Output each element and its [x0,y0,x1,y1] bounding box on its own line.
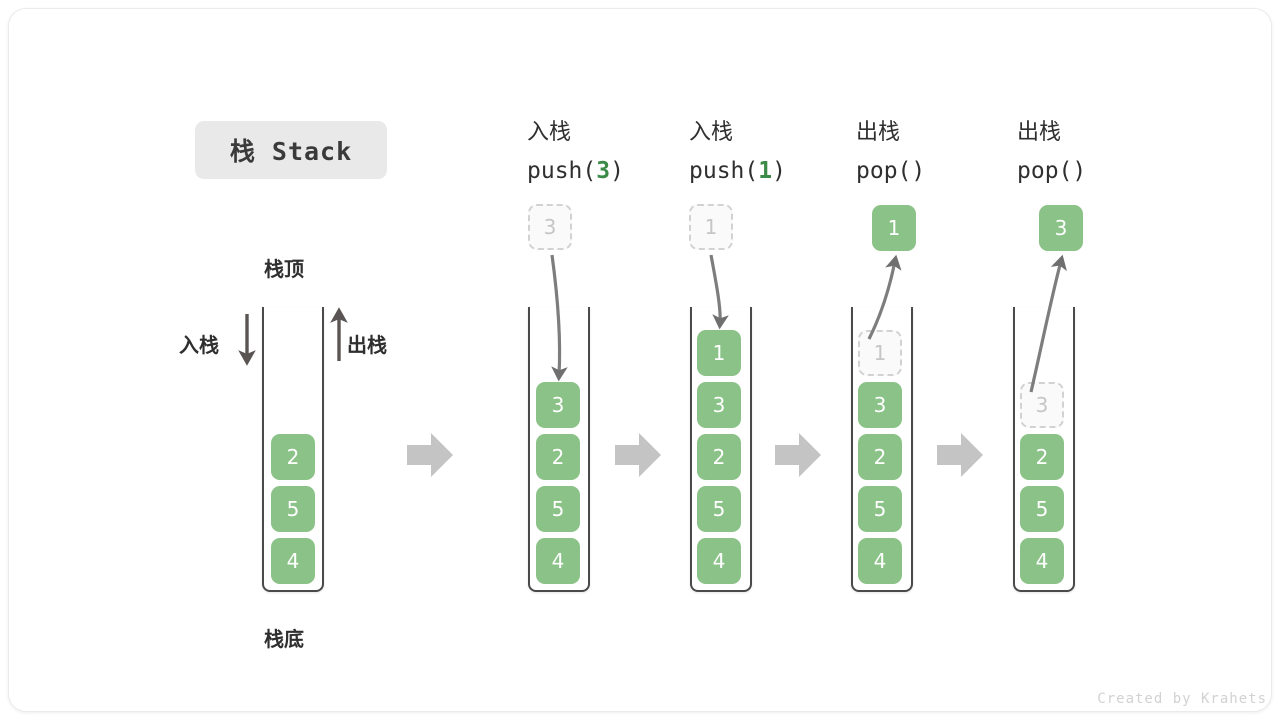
stack-cell: 3 [858,382,902,428]
floating-cell-push-3: 3 [528,204,572,250]
op-header-code: push(3) [527,152,624,190]
stack-cell: 4 [536,538,580,584]
stack-cell: 5 [858,486,902,532]
op-header-cjk: 入栈 [689,120,734,145]
op-code-suffix: ) [610,158,624,184]
stack-cell: 5 [536,486,580,532]
op-code-arg: 3 [596,158,611,184]
op-header-cjk: 入栈 [527,120,572,145]
op-code-prefix: push( [689,158,759,184]
step-arrow [407,433,453,477]
op-code-prefix: pop( [1017,158,1073,184]
step-arrow [615,433,661,477]
stack-cell: 4 [858,538,902,584]
stack-bottom-label: 栈底 [264,627,304,651]
step-arrow [937,433,983,477]
op-header-pop-1: 出栈 pop() [856,114,925,190]
pop-direction-label: 出栈 [347,333,387,357]
op-header-cjk: 出栈 [856,120,901,145]
stack-cell: 2 [271,434,315,480]
diagram-card: 栈 Stack 栈顶 栈底 入栈 出栈 入栈 push(3) 入栈 push(1… [8,8,1272,712]
floating-cell-pop-1: 1 [872,205,916,251]
op-header-code: push(1) [689,152,786,190]
op-header-cjk: 出栈 [1017,120,1062,145]
op-header-code: pop() [856,152,925,190]
op-code-suffix: ) [772,158,786,184]
op-code-prefix: pop( [856,158,912,184]
diagram-title-chip: 栈 Stack [195,121,387,179]
stack-cell: 2 [858,434,902,480]
stack-cell: 4 [697,538,741,584]
push-direction-label: 入栈 [179,333,219,357]
stack-cell: 5 [271,486,315,532]
stack-cell: 5 [1020,486,1064,532]
floating-cell-push-1: 1 [689,204,733,250]
stack-cell: 4 [1020,538,1064,584]
floating-cell-pop-3: 3 [1039,205,1083,251]
stack-cell: 1 [697,330,741,376]
op-code-suffix: ) [1072,158,1087,184]
stack-cell: 5 [697,486,741,532]
stack-cell: 3 [536,382,580,428]
stack-top-label: 栈顶 [264,257,304,281]
stack-cell-removed: 3 [1020,382,1064,428]
op-header-push-1: 入栈 push(1) [689,114,786,190]
footer-credit: Created by Krahets [1097,691,1267,707]
op-header-pop-3: 出栈 pop() [1017,114,1086,190]
op-header-push-3: 入栈 push(3) [527,114,624,190]
op-code-arg: 1 [758,158,773,184]
stack-cell: 2 [536,434,580,480]
op-code-prefix: push( [527,158,597,184]
diagram-canvas: 栈 Stack 栈顶 栈底 入栈 出栈 入栈 push(3) 入栈 push(1… [9,9,1271,711]
stack-cell-removed: 1 [858,330,902,376]
stack-cell: 4 [271,538,315,584]
op-code-suffix: ) [911,158,926,184]
stack-cell: 2 [697,434,741,480]
stack-cell: 3 [697,382,741,428]
step-arrow [775,433,821,477]
stack-cell: 2 [1020,434,1064,480]
op-header-code: pop() [1017,152,1086,190]
